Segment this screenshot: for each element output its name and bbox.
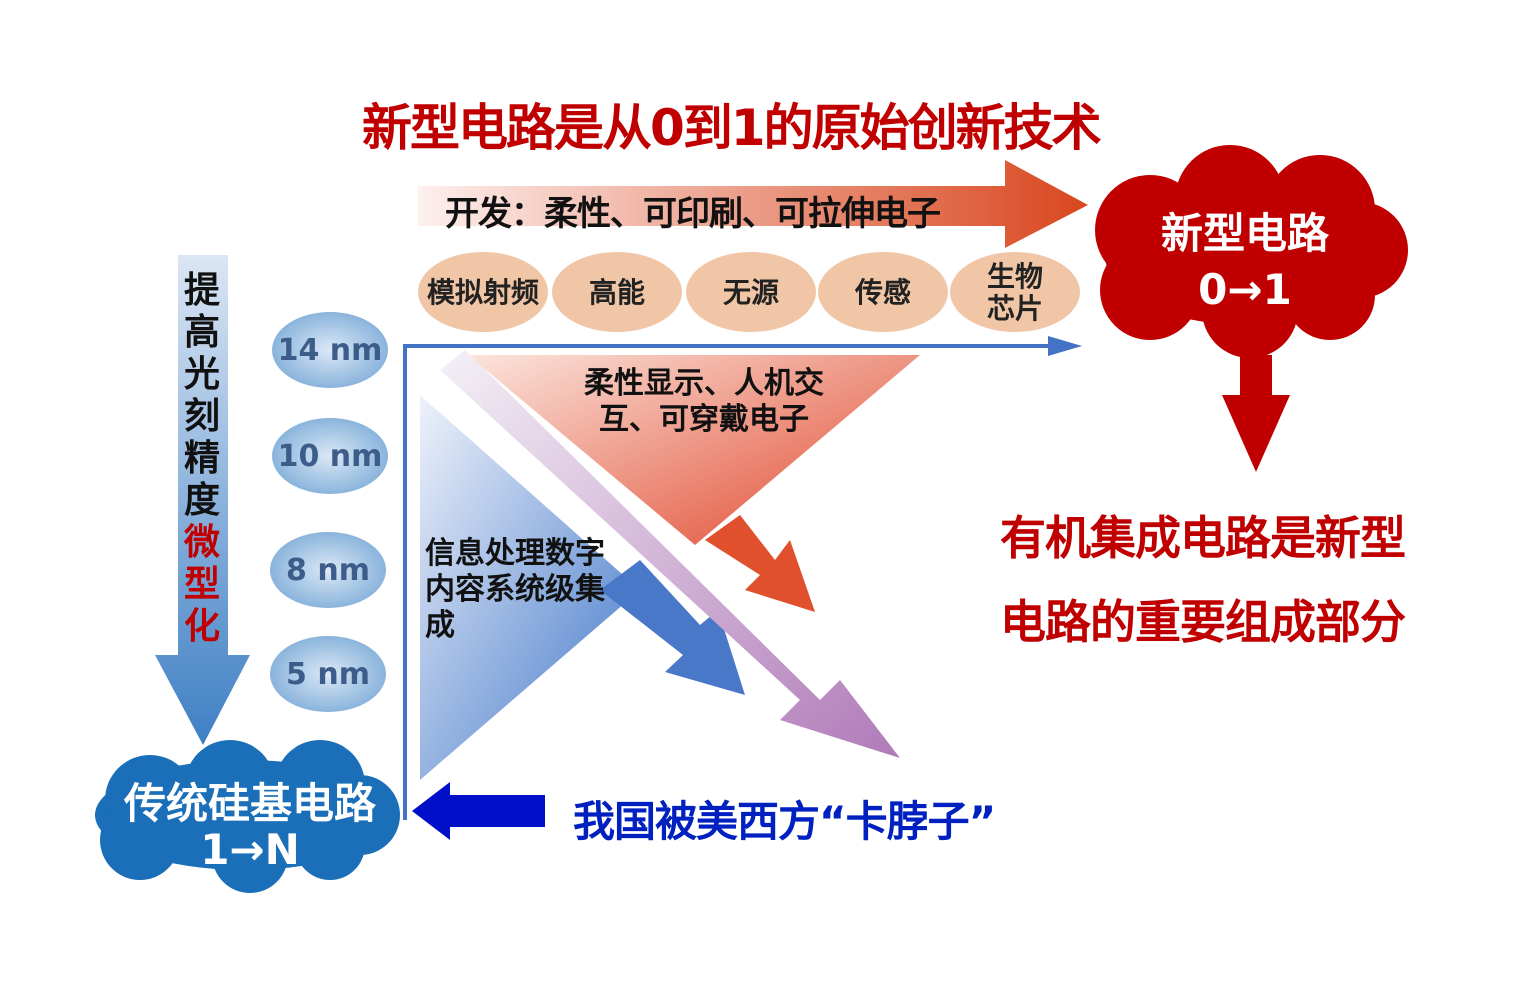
vertical-arrow (155, 255, 250, 745)
miniaturization-text: 微型化 (183, 522, 220, 647)
red-arrow (705, 515, 815, 612)
purple-arrow (440, 350, 900, 758)
conclusion-line2: 电路的重要组成部分 (1000, 595, 1406, 649)
pill-passive: 无源 (722, 276, 779, 309)
red-triangle (468, 355, 920, 545)
pill-analog-rf: 模拟射频 (426, 276, 539, 309)
node-10nm: 10 nm (277, 438, 383, 474)
blue-triangle (420, 395, 640, 780)
node-8nm: 8 nm (286, 552, 370, 588)
traditional-circuit-label: 传统硅基电路 (123, 779, 376, 828)
pill-biochip: 生物芯片 (986, 260, 1043, 325)
traditional-circuit-cloud (95, 740, 400, 893)
new-circuit-label: 新型电路 (1160, 209, 1329, 258)
node-5nm: 5 nm (286, 656, 370, 692)
node-14nm: 14 nm (277, 332, 383, 368)
lithography-text: 提高光刻精度 (183, 270, 220, 521)
develop-label: 开发：柔性、可印刷、可拉伸电子 (445, 194, 941, 234)
pill-high-energy: 高能 (588, 276, 645, 309)
page-title: 新型电路是从0到1的原始创新技术 (362, 99, 1102, 157)
pill-shapes (418, 252, 1080, 332)
node-ellipses (270, 312, 388, 712)
blue-arrow (600, 560, 745, 695)
conclusion-line1: 有机集成电路是新型 (1000, 511, 1406, 565)
chokehold-text: 我国被美西方“卡脖子” (573, 797, 996, 846)
traditional-circuit-ratio: 1→N (200, 825, 300, 874)
flexible-apps-text: 柔性显示、人机交互、可穿戴电子 (584, 366, 824, 437)
vertical-label: 提高光刻精度微型化 (180, 270, 224, 648)
new-circuit-cloud (1095, 145, 1408, 358)
axis-line (403, 344, 1060, 820)
develop-arrow (418, 160, 1088, 248)
info-processing-text: 信息处理数字内容系统级集成 (425, 536, 605, 643)
new-circuit-ratio: 0→1 (1198, 265, 1292, 314)
down-arrow (1222, 355, 1290, 472)
left-arrow (412, 782, 545, 840)
pill-sensing: 传感 (854, 276, 911, 309)
